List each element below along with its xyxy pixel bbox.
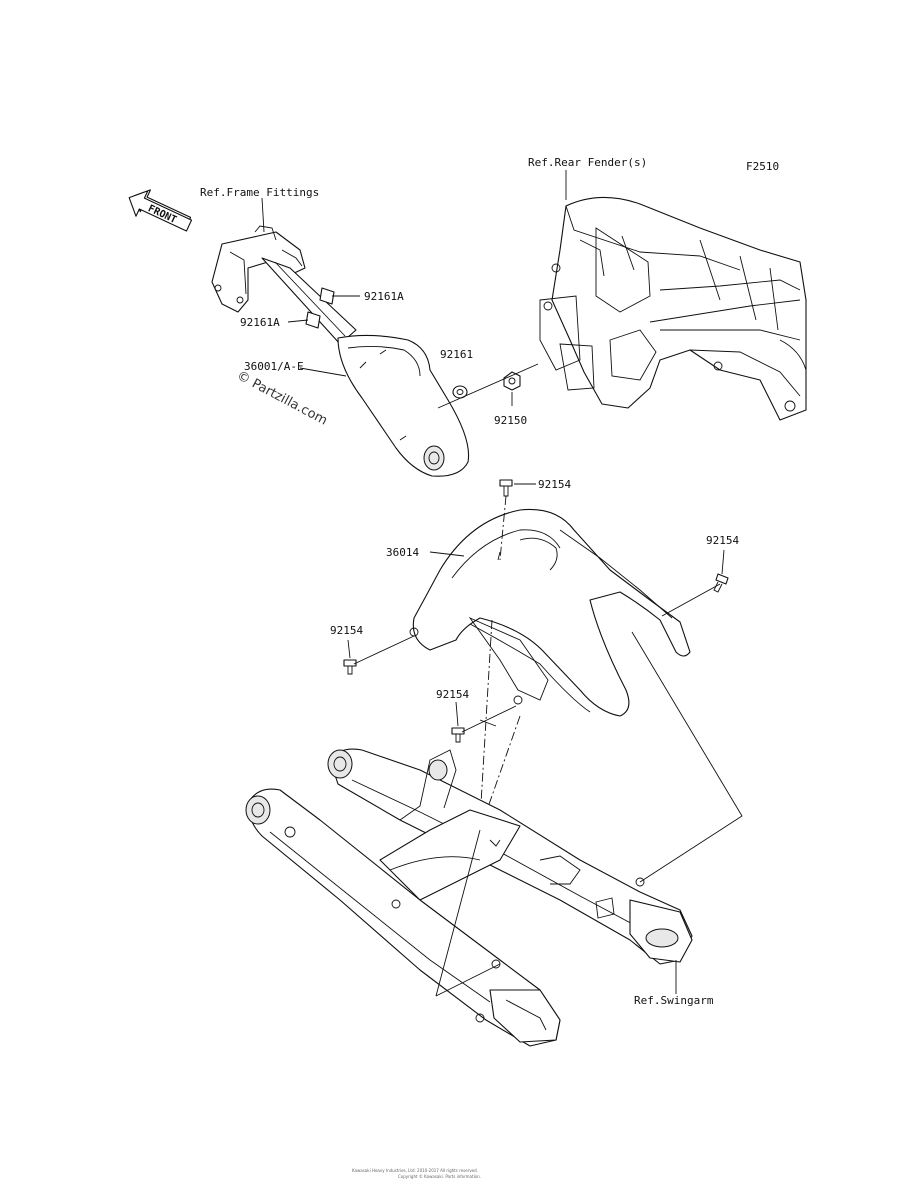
label-ref-rear-fender: Ref.Rear Fender(s) xyxy=(528,156,647,169)
washer-92161 xyxy=(452,385,468,399)
mount-bracket-arm xyxy=(261,257,357,345)
label-36001: 36001/A-E xyxy=(244,360,304,373)
label-92150: 92150 xyxy=(494,414,527,427)
label-92154-left: 92154 xyxy=(330,624,363,637)
footer-line-2: Copyright © Kawasaki. Parts information. xyxy=(398,1174,481,1179)
label-92154-mid: 92154 xyxy=(436,688,469,701)
label-92161a-top: 92161A xyxy=(364,290,404,303)
label-figure-code: F2510 xyxy=(746,160,779,173)
rear-frame-assembly xyxy=(539,196,807,421)
bolt-92154-mid xyxy=(451,727,465,743)
frame-fitting-bracket xyxy=(211,225,306,313)
nut-92150 xyxy=(503,371,521,391)
front-arrow-icon: FRONT xyxy=(128,189,193,232)
clip-92161a-top xyxy=(319,287,335,305)
bolt-92154-right xyxy=(713,573,729,593)
bolt-92154-left xyxy=(343,659,357,675)
swingarm-cover-36014 xyxy=(409,508,691,727)
label-36014: 36014 xyxy=(386,546,419,559)
label-ref-frame-fittings: Ref.Frame Fittings xyxy=(200,186,319,199)
label-ref-swingarm: Ref.Swingarm xyxy=(634,994,714,1007)
label-92161a-left: 92161A xyxy=(240,316,280,329)
footer-line-1: Kawasaki Heavy Industries, Ltd. 2010-201… xyxy=(352,1168,478,1173)
side-cover-36001 xyxy=(337,334,470,477)
label-92154-top: 92154 xyxy=(538,478,571,491)
bolt-92154-top xyxy=(499,479,513,497)
label-92154-right: 92154 xyxy=(706,534,739,547)
watermark: © Partzilla.com xyxy=(234,368,330,428)
swingarm xyxy=(245,748,693,1047)
label-92161: 92161 xyxy=(440,348,473,361)
